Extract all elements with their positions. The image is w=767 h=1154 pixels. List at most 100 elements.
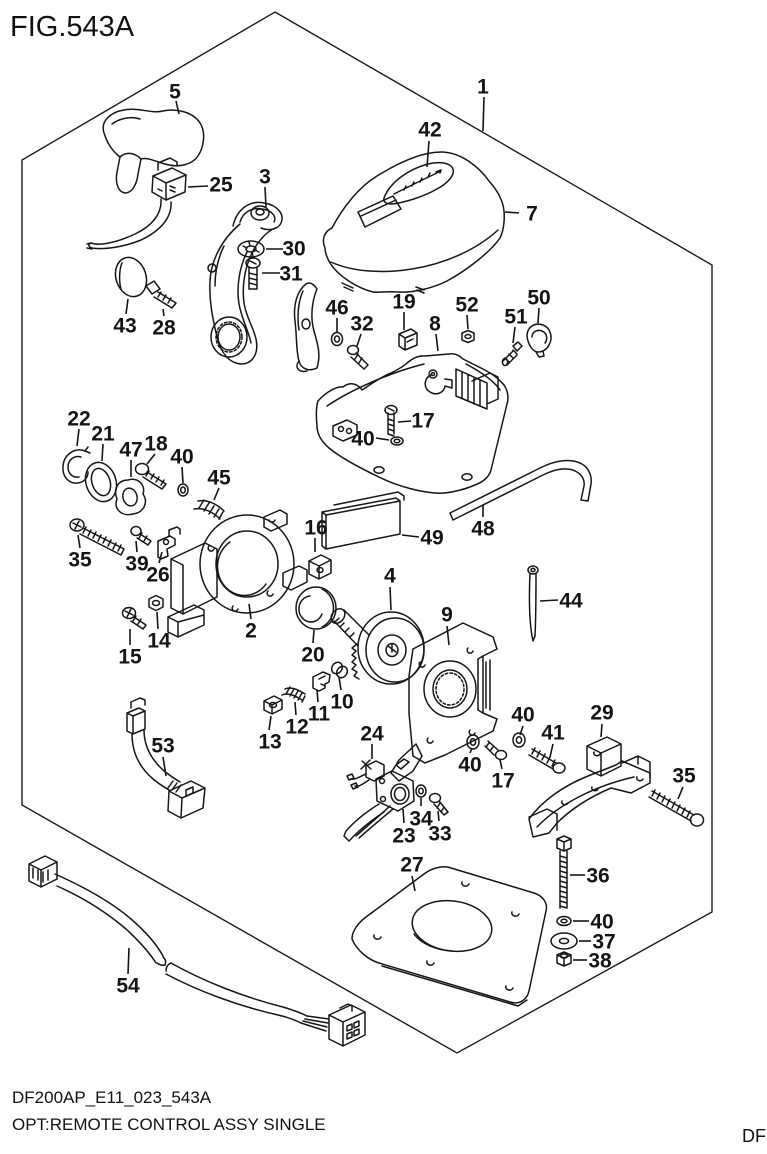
part-number-label: 31 (279, 263, 303, 286)
leader-line (77, 534, 81, 549)
leader-line (426, 140, 430, 168)
part-number-label: 26 (146, 564, 169, 587)
part-32-screw (346, 344, 369, 370)
part-35-long-screw-right (648, 789, 705, 827)
part-number-label: 32 (350, 313, 373, 336)
leader-line (446, 625, 450, 646)
part-number-label: 54 (116, 975, 140, 998)
part-number-label: 17 (491, 770, 514, 793)
part-3-control-lever (207, 201, 283, 365)
leader-line (600, 723, 603, 738)
leader-line (248, 603, 252, 620)
part-40-washer-under-housing (466, 734, 480, 750)
part-5-handle-grip (102, 108, 205, 194)
part-41-bolt (528, 747, 566, 774)
part-number-label: 7 (526, 203, 538, 226)
part-6-lever-arm (293, 282, 320, 373)
part-number-label: 21 (91, 423, 115, 446)
part-44-cable-tie (527, 565, 539, 642)
leader-line (466, 314, 469, 330)
part-38-nut (556, 951, 572, 967)
part-number-label: 2 (245, 620, 257, 643)
part-number-label: 14 (147, 630, 171, 653)
part-43-cap-disc (114, 256, 148, 298)
part-31-screw (245, 257, 261, 290)
leader-line (125, 298, 129, 315)
leader-line (135, 540, 138, 553)
part-number-label: 20 (301, 644, 324, 667)
part-number-label: 23 (392, 825, 415, 848)
leader-line (316, 689, 319, 703)
part-46-washer (330, 331, 344, 347)
leader-line (537, 307, 540, 324)
corner-code: DF (742, 1126, 766, 1146)
part-number-label: 36 (586, 865, 609, 888)
leader-line (389, 586, 392, 611)
part-36-long-bolt (556, 835, 572, 909)
leader-line (181, 466, 184, 484)
part-number-label: 49 (420, 527, 443, 550)
leader-line (499, 759, 503, 770)
part-number-label: 42 (418, 119, 441, 142)
part-28-screw (145, 280, 177, 309)
leader-line (411, 875, 416, 892)
part-number-label: 29 (590, 702, 613, 725)
part-number-label: 40 (511, 704, 534, 727)
part-7-top-cover (322, 151, 505, 294)
leader-line (213, 487, 220, 501)
part-49-pad (321, 491, 405, 550)
leader-line (519, 725, 524, 736)
leader-line (549, 743, 554, 758)
part-number-label: 8 (429, 313, 441, 336)
part-11-retainer (312, 671, 331, 692)
part-25-connector (86, 157, 187, 250)
part-20-bushing (295, 586, 337, 630)
part-number-label: 45 (207, 467, 231, 490)
leader-line (264, 186, 267, 208)
leader-line (356, 333, 362, 347)
part-number-label: 40 (590, 911, 613, 934)
part-number-label: 9 (441, 604, 453, 627)
part-8-lower-housing (315, 353, 509, 494)
part-number-label: 34 (409, 808, 433, 831)
part-number-label: 48 (471, 518, 495, 541)
diagram-frame-border (21, 11, 713, 1054)
leader-line (76, 428, 80, 447)
part-number-label: 4 (384, 565, 396, 588)
part-10-pin (330, 661, 349, 679)
leader-line (338, 676, 342, 691)
part-number-label: 12 (285, 716, 308, 739)
leader-line (162, 308, 165, 317)
part-40-washer-small (177, 483, 189, 497)
part-number-label: 19 (392, 291, 415, 314)
part-23-switch (343, 770, 415, 842)
leader-line (127, 947, 130, 975)
part-number-label: 28 (152, 317, 176, 340)
leader-line (312, 629, 315, 644)
part-number-label: 24 (360, 723, 384, 746)
part-number-label: 17 (411, 410, 434, 433)
part-number-label: 22 (67, 408, 90, 431)
part-number-label: 33 (428, 823, 451, 846)
part-27-base-plate (351, 866, 548, 1007)
part-number-label: 35 (68, 549, 92, 572)
part-number-label: 47 (119, 439, 142, 462)
leader-line (512, 326, 516, 344)
part-50-clamp (526, 323, 552, 358)
leader-line (294, 701, 297, 716)
part-45-spring (193, 499, 225, 520)
part-number-label: 44 (559, 590, 583, 613)
part-35-long-screw-left (69, 518, 125, 556)
part-52-nut (461, 329, 475, 344)
part-number-label: 39 (125, 553, 148, 576)
leader-line (175, 100, 180, 115)
leader-line (101, 443, 104, 462)
part-40-washer-bottom (556, 915, 572, 927)
part-14-nut (148, 594, 164, 612)
leader-line (156, 611, 159, 630)
part-4-gear-drum (330, 608, 425, 685)
part-12-spring (281, 686, 306, 703)
part-18-bolt (134, 462, 167, 490)
